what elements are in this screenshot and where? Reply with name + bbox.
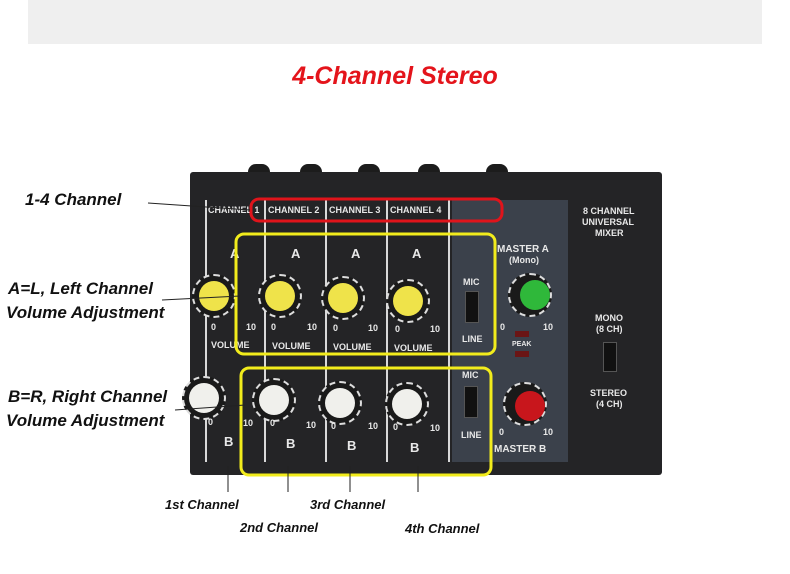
b-label: B — [224, 434, 234, 449]
stereo-label: STEREO — [590, 388, 628, 398]
master-a-label: MASTER A — [497, 244, 549, 255]
scale-0: 0 — [211, 322, 217, 332]
annotation-channels: 1-4 Channel — [25, 190, 122, 209]
scale-10: 10 — [307, 322, 318, 332]
a-label: A — [412, 246, 422, 261]
scale-0: 0 — [208, 417, 214, 427]
scale-0: 0 — [333, 323, 339, 333]
scale-0: 0 — [270, 418, 276, 428]
a-label: A — [291, 246, 301, 261]
mic-label: MIC — [463, 277, 480, 287]
knob-b-ch4[interactable] — [385, 382, 429, 426]
peak-label: PEAK — [512, 341, 532, 348]
scale-0: 0 — [500, 322, 506, 332]
top-banner — [28, 0, 762, 44]
knob-a-ch1[interactable] — [192, 274, 236, 318]
volume-label: VOLUME — [272, 341, 311, 351]
scale-0: 0 — [271, 322, 277, 332]
annotation-a-line2: Volume Adjustment — [6, 303, 165, 322]
divider — [448, 200, 450, 462]
b-label: B — [410, 440, 420, 455]
divider — [386, 200, 388, 462]
channel-highlight-box — [249, 197, 504, 223]
mono-paren-label: (Mono) — [509, 255, 539, 265]
leader-line — [161, 295, 241, 301]
knob-b-ch3[interactable] — [318, 381, 362, 425]
b-label: B — [286, 436, 296, 451]
scale-10: 10 — [306, 420, 317, 430]
mono-stereo-switch[interactable] — [603, 342, 617, 372]
line-label: LINE — [462, 334, 483, 344]
volume-label: VOLUME — [211, 340, 250, 350]
leader-line — [147, 202, 251, 211]
channel-1-label: CHANNEL 1 — [208, 205, 260, 215]
scale-10: 10 — [430, 324, 441, 334]
channel-2-label: CHANNEL 2 — [268, 205, 320, 215]
scale-0: 0 — [393, 422, 399, 432]
channel-3-label: CHANNEL 3 — [329, 205, 381, 215]
master-b-label: MASTER B — [494, 444, 547, 455]
master-b-knob[interactable] — [503, 382, 547, 426]
divider — [264, 200, 266, 462]
scale-10: 10 — [543, 427, 554, 437]
a-label: A — [351, 246, 361, 261]
brand-label: MIXER — [595, 228, 624, 238]
a-highlight-box — [234, 232, 497, 356]
b-highlight-box — [239, 366, 493, 477]
scale-10: 10 — [246, 322, 257, 332]
divider — [205, 200, 207, 462]
scale-10: 10 — [543, 322, 554, 332]
volume-label: VOLUME — [333, 342, 372, 352]
scale-10: 10 — [243, 418, 254, 428]
annotation-ch1: 1st Channel — [165, 497, 239, 512]
knob-b-ch2[interactable] — [252, 378, 296, 422]
master-a-knob[interactable] — [508, 273, 552, 317]
line-label: LINE — [461, 430, 482, 440]
annotation-a-line1: A=L, Left Channel — [8, 279, 153, 298]
mic-label: MIC — [462, 370, 479, 380]
annotation-b-line2: Volume Adjustment — [6, 411, 165, 430]
knob-a-ch3[interactable] — [321, 276, 365, 320]
knob-a-ch2[interactable] — [258, 274, 302, 318]
divider — [325, 200, 327, 462]
stereo-ch-label: (4 CH) — [596, 399, 623, 409]
scale-0: 0 — [499, 427, 505, 437]
brand-label: UNIVERSAL — [582, 217, 635, 227]
mic-line-switch-b[interactable] — [464, 386, 478, 418]
peak-led — [515, 351, 529, 357]
b-label: B — [347, 438, 357, 453]
mono-label: MONO — [595, 313, 623, 323]
channel-4-label: CHANNEL 4 — [390, 205, 442, 215]
mic-line-switch-a[interactable] — [465, 291, 479, 323]
brand-label: 8 CHANNEL — [583, 206, 635, 216]
scale-0: 0 — [331, 421, 337, 431]
peak-led — [515, 331, 529, 337]
scale-10: 10 — [430, 423, 441, 433]
annotation-ch4: 4th Channel — [405, 521, 480, 536]
volume-label: VOLUME — [394, 343, 433, 353]
knob-a-ch4[interactable] — [386, 279, 430, 323]
annotation-b-line1: B=R, Right Channel — [8, 387, 168, 406]
scale-10: 10 — [368, 421, 379, 431]
scale-0: 0 — [395, 324, 401, 334]
scale-10: 10 — [368, 323, 379, 333]
mono-ch-label: (8 CH) — [596, 324, 623, 334]
leader-line — [174, 404, 246, 411]
annotation-ch2: 2nd Channel — [240, 520, 319, 535]
page-title: 4-Channel Stereo — [292, 62, 498, 90]
annotation-ch3: 3rd Channel — [310, 497, 386, 512]
